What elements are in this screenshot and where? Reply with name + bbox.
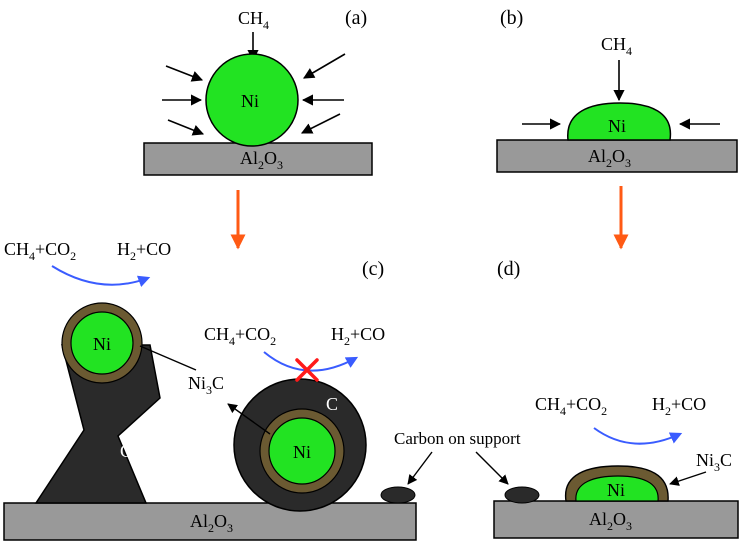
support-label-c: Al2O3 — [190, 511, 233, 535]
reaction-arrow-c — [51, 265, 151, 287]
carbon-on-support-leader-right — [475, 451, 509, 485]
support-label-d: Al2O3 — [589, 509, 632, 533]
carbon-whisker — [34, 344, 161, 504]
carbon-deposit-d — [504, 486, 540, 504]
reactants-label-d: CH4+CO2 — [535, 394, 607, 418]
nickel-label-b: Ni — [608, 116, 626, 136]
carbide-leader-whisker — [139, 345, 197, 371]
carbide-leader-d — [669, 471, 707, 486]
products-label-d: H2+CO — [652, 394, 706, 418]
carbon-shell-label: C — [326, 394, 338, 414]
carbide-label-d: Ni3C — [696, 450, 732, 474]
nickel-label-a: Ni — [241, 91, 259, 111]
alumina-support-a — [143, 142, 373, 176]
reactants-label-blocked: CH4+CO2 — [204, 324, 276, 348]
products-label-c: H2+CO — [117, 239, 171, 263]
nickel-particle-a — [205, 53, 299, 147]
adsorption-arrows-a — [162, 53, 346, 136]
nickel-particle-encapsulated — [268, 417, 336, 485]
panel-a-ch4-label: CH4 — [238, 8, 269, 32]
carbide-label-c: Ni3C — [188, 373, 224, 397]
panel-b: (b) CH4 Al2O3 Ni — [496, 7, 738, 250]
reactants-label-c: CH4+CO2 — [4, 239, 76, 263]
carbon-on-support-leader-left — [407, 451, 433, 485]
nickel-particle-b — [567, 102, 672, 141]
panel-c-tag: (c) — [362, 258, 384, 280]
panel-d: (d) CH4+CO2 H2+CO Al2O3 Ni Ni3C — [493, 258, 739, 539]
carbon-on-support-label: Carbon on support — [394, 429, 521, 448]
panel-d-tag: (d) — [497, 258, 520, 280]
panel-a-tag: (a) — [345, 7, 367, 29]
panel-a: (a) CH4 Al2O3 Ni — [143, 7, 373, 250]
alumina-support-c — [3, 502, 417, 541]
nickel-label-d: Ni — [607, 480, 625, 500]
support-label-a: Al2O3 — [240, 148, 283, 172]
carbide-leader-encapsulated — [227, 403, 271, 435]
panel-c: (c) CH4+CO2 H2+CO Al2O3 C Ni C Ni Ni3C C… — [3, 239, 521, 541]
support-label-b: Al2O3 — [588, 146, 631, 170]
carbon-whisker-label: C — [120, 441, 132, 461]
panel-b-ch4-label: CH4 — [601, 34, 632, 58]
products-label-blocked: H2+CO — [331, 324, 385, 348]
panel-b-tag: (b) — [500, 7, 523, 29]
carbon-deposit-c — [380, 486, 416, 504]
nickel-particle-whisker — [70, 311, 134, 375]
alumina-support-d — [493, 500, 739, 539]
nickel-particle-d — [575, 475, 659, 502]
reaction-arrow-d — [593, 427, 683, 445]
blocked-cross-icon — [295, 358, 319, 382]
nickel-label-encapsulated: Ni — [293, 442, 311, 462]
nickel-label-whisker: Ni — [93, 334, 111, 354]
